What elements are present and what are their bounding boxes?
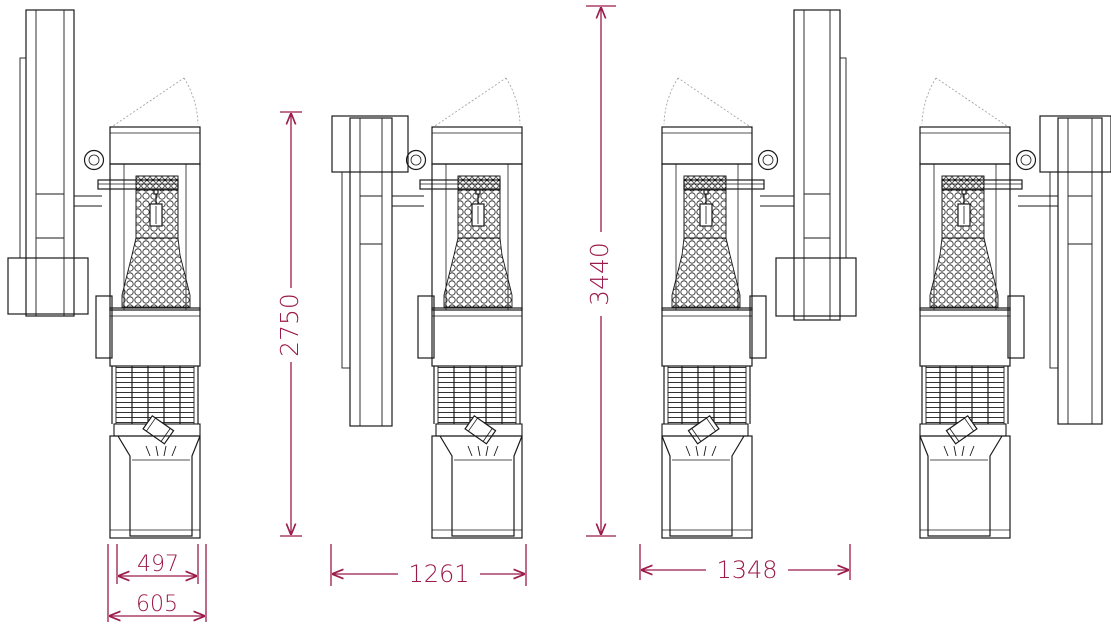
elevator-d [1018, 115, 1111, 425]
machine-c [661, 9, 857, 539]
dimension-3440-label: 3440 [585, 242, 614, 306]
dimension-1348-label: 1348 [716, 556, 777, 584]
dimension-497-label: 497 [137, 552, 179, 577]
elevator-a [7, 9, 102, 317]
dimension-2750-line [280, 111, 302, 537]
dimension-605-line [107, 544, 207, 622]
elevator-c [760, 9, 857, 321]
machine-b [331, 77, 523, 539]
dimension-1261-line [330, 544, 527, 586]
dimension-1261-label: 1261 [408, 560, 469, 588]
dimension-497-line [116, 544, 199, 584]
elevator-b [331, 115, 424, 427]
dimension-1348-line [639, 544, 851, 580]
machine-a [7, 9, 201, 539]
dimension-2750-label: 2750 [275, 293, 304, 357]
dimension-3440-line [586, 5, 616, 537]
machine-d [919, 77, 1111, 539]
dimension-605-label: 605 [136, 592, 178, 617]
